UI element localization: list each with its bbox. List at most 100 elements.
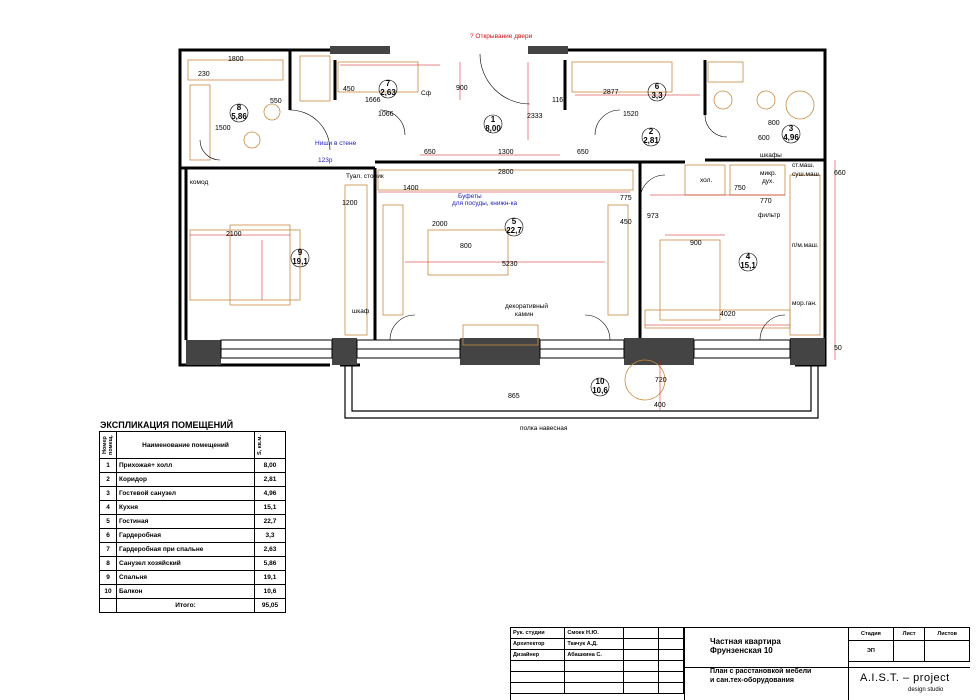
room-9-num: 9 (298, 248, 303, 257)
room-6-num: 6 (655, 82, 660, 91)
studio-logo: A.I.S.T. – project (860, 672, 950, 684)
dim: 770 (760, 198, 772, 205)
dim: 2800 (498, 169, 514, 176)
dim: 550 (270, 98, 282, 105)
dim: 450 (620, 219, 632, 226)
room-4-area: 15,1 (740, 261, 756, 270)
project-title: Частная квартира Фрунзенская 10 (710, 637, 781, 655)
room-3-area: 4,96 (783, 133, 799, 142)
room-1-area: 8,00 (485, 124, 501, 133)
room-7-area: 2,63 (380, 88, 396, 97)
label-dresser: комод (190, 179, 208, 186)
label-shelves: шкафы (760, 152, 782, 159)
label-cf: Сф (421, 90, 432, 97)
walls (178, 48, 827, 367)
room-5-area: 22,7 (506, 226, 522, 235)
label-shelf: полка навесная (520, 425, 568, 432)
label-washer: ст.маш. (792, 162, 815, 169)
label-dishwasher: п/м.маш. (792, 242, 819, 249)
dim: 900 (456, 85, 468, 92)
label-buffets-sub: для посуды, книжн-ка (452, 200, 518, 207)
room-1-num: 1 (491, 115, 496, 124)
header-num: Номер помещ. (99, 431, 117, 459)
studio-subtitle: design studio (908, 687, 944, 693)
dim: 900 (690, 240, 702, 247)
dim: 1200 (342, 200, 358, 207)
dim: 2000 (432, 221, 448, 228)
total-value: 95,05 (254, 598, 286, 613)
header-name: Наименование помещений (116, 431, 255, 459)
room-5-num: 5 (512, 217, 517, 226)
explication-table: Номер помещ. Наименование помещений S, к… (99, 431, 286, 613)
dim: 750 (734, 185, 746, 192)
dim: 4020 (720, 311, 736, 318)
dim: 400 (654, 402, 666, 409)
room-3-num: 3 (789, 124, 794, 133)
dim: 2333 (527, 113, 543, 120)
dim: 5230 (502, 261, 518, 268)
label-bedside: Туал. столик (346, 173, 384, 180)
label-freezer: мор.ган. (792, 300, 817, 307)
label-dryer: суш.маш. (792, 171, 821, 178)
dim: 650 (424, 149, 436, 156)
dimension-lines (190, 62, 836, 410)
dim: 800 (768, 120, 780, 127)
dim: 1300 (498, 149, 514, 156)
dim: 50 (834, 345, 842, 352)
label-niches-h: 123р (318, 157, 333, 164)
room-8-area: 5,86 (231, 112, 247, 121)
label-microwave: микр. (760, 170, 777, 177)
table-row: ЭП (848, 640, 970, 662)
dim: 865 (508, 393, 520, 400)
dim: 1500 (215, 125, 231, 132)
door-swings (199, 53, 786, 341)
label-fridge: хол. (700, 177, 712, 184)
door-note: ? Открывание двери (470, 33, 533, 40)
dim: 2100 (226, 231, 242, 238)
dim: 1666 (365, 97, 381, 104)
room-labels: 1 8,00 2 2,81 3 4,96 4 15,1 5 22,7 6 3,3… (229, 79, 801, 397)
dim: 230 (198, 71, 210, 78)
label-buffets: Буфеты (458, 193, 482, 200)
dim: 2877 (603, 89, 619, 96)
furniture (187, 55, 821, 401)
dim: 1520 (623, 111, 639, 118)
windows (220, 339, 791, 359)
room-2-num: 2 (649, 127, 654, 136)
balcony (344, 365, 819, 419)
dim: 1400 (403, 185, 419, 192)
dim: 1066 (378, 111, 394, 118)
total-row: Итого:95,05 (99, 598, 286, 613)
room-8-num: 8 (237, 103, 242, 112)
table-row (509, 682, 684, 694)
dim: 1800 (228, 56, 244, 63)
dim: 600 (758, 135, 770, 142)
room-6-area: 3,3 (651, 91, 663, 100)
sheet-title: План с расстановкой мебели и сан.тех-обо… (710, 668, 812, 684)
room-10-area: 10,6 (592, 386, 608, 395)
dim: 973 (647, 213, 659, 220)
label-fireplace2: камин (515, 311, 534, 318)
room-2-area: 2,81 (643, 136, 659, 145)
dim: 650 (577, 149, 589, 156)
table-row (509, 671, 684, 683)
explication-header: Номер помещ. Наименование помещений S, к… (99, 431, 286, 459)
dimension-labels: 230 1800 1500 550 450 1666 1066 900 1167… (198, 56, 846, 409)
dim: 720 (655, 377, 667, 384)
explication-title: ЭКСПЛИКАЦИЯ ПОМЕЩЕНИЙ (100, 420, 234, 430)
dim: 1167 (552, 97, 567, 104)
